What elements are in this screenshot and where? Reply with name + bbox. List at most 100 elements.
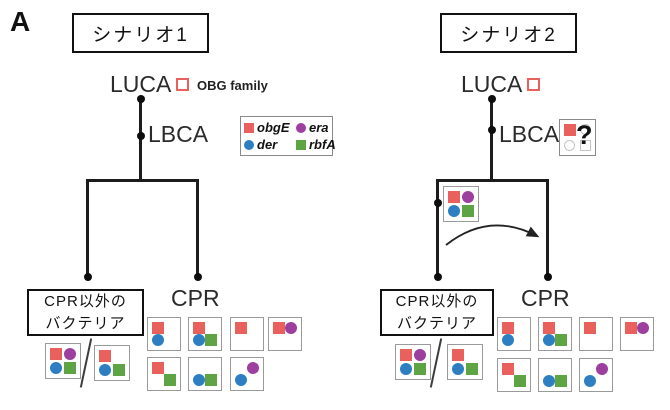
rbfA-square bbox=[164, 374, 176, 386]
rbfA-square bbox=[555, 375, 567, 387]
der-circle bbox=[543, 334, 555, 346]
der-circle bbox=[502, 334, 514, 346]
obgE-square bbox=[400, 349, 412, 361]
legend-item-era: era bbox=[296, 121, 336, 134]
noncpr-label-line2: バクテリア bbox=[396, 314, 477, 332]
obgE-square bbox=[584, 322, 596, 334]
scenario2-luca-node-dot bbox=[488, 95, 496, 103]
obgE-square bbox=[50, 348, 62, 360]
rbfA-uncertain-square-icon bbox=[580, 140, 591, 151]
era-circle bbox=[414, 349, 426, 361]
legend-label-der: der bbox=[257, 137, 278, 152]
legend-label-rbfA: rbfA bbox=[309, 137, 336, 152]
scenario2-lbca-uncertain-genebox: ? bbox=[559, 119, 596, 156]
scenario2-left-tip-dot bbox=[434, 273, 442, 281]
obgE-square bbox=[152, 322, 164, 334]
obgE-square bbox=[452, 349, 464, 361]
obgE-square bbox=[543, 322, 555, 334]
scenario2-noncpr-genebox-1 bbox=[395, 344, 431, 380]
scenario1-lbca-label: LBCA bbox=[148, 121, 209, 147]
era-circle bbox=[596, 363, 608, 375]
der-circle bbox=[452, 363, 464, 375]
scenario2-cpr-genebox bbox=[538, 317, 572, 351]
scenario1-cpr-genebox bbox=[147, 317, 181, 351]
rbfA-square bbox=[205, 334, 217, 346]
der-circle bbox=[448, 205, 460, 217]
scenario2-cpr-genebox bbox=[579, 358, 613, 392]
era-circle bbox=[637, 322, 649, 334]
der-circle bbox=[235, 374, 247, 386]
scenario1-left-branch-line bbox=[86, 179, 89, 277]
obgE-square bbox=[564, 124, 576, 136]
scenario1-lbca-node-dot bbox=[137, 132, 145, 140]
scenario1-luca-node-dot bbox=[137, 95, 145, 103]
obgE-square bbox=[99, 350, 111, 362]
noncpr-label-line2: バクテリア bbox=[45, 314, 126, 332]
scenario2-branch-bar bbox=[436, 179, 549, 182]
scenario2-cpr-genebox bbox=[579, 317, 613, 351]
obgE-square bbox=[152, 362, 164, 374]
scenario1-cpr-label: CPR bbox=[171, 285, 220, 311]
legend-box: obgE era der rbfA bbox=[240, 116, 336, 156]
scenario1-cpr-genebox bbox=[230, 317, 264, 351]
rbfA-legend-square-icon bbox=[296, 139, 306, 150]
scenario2-cpr-genebox bbox=[497, 358, 531, 392]
obgE-square bbox=[235, 322, 247, 334]
era-uncertain-circle-icon bbox=[580, 124, 591, 135]
noncpr-label-line1: CPR以外の bbox=[395, 292, 479, 310]
der-circle bbox=[193, 374, 205, 386]
rbfA-square bbox=[514, 375, 526, 387]
scenario2-or-slash bbox=[429, 338, 443, 388]
legend-label-era: era bbox=[309, 120, 329, 135]
rbfA-square bbox=[555, 334, 567, 346]
scenario1-left-tip-dot bbox=[84, 273, 92, 281]
obg-family-open-square-icon bbox=[527, 78, 540, 91]
scenario2-cpr-genebox bbox=[538, 358, 572, 392]
scenario1-cpr-genebox bbox=[230, 357, 264, 391]
era-circle bbox=[285, 322, 297, 334]
scenario2-left-branch-line bbox=[436, 179, 439, 277]
noncpr-label-line1: CPR以外の bbox=[44, 292, 127, 310]
rbfA-square bbox=[113, 364, 125, 376]
der-circle bbox=[99, 364, 111, 376]
scenario2-cpr-genebox bbox=[497, 317, 531, 351]
scenario1-noncpr-taxon-box: CPR以外の バクテリア bbox=[27, 289, 144, 336]
scenario1-noncpr-genebox-1 bbox=[45, 343, 81, 379]
der-circle bbox=[584, 375, 596, 387]
panel-label: A bbox=[10, 6, 31, 37]
scenario1-luca-label: LUCA bbox=[110, 71, 172, 97]
der-legend-circle-icon bbox=[244, 139, 254, 150]
era-legend-circle-icon bbox=[296, 122, 306, 133]
scenario2-gene-gain-node-dot bbox=[434, 199, 442, 207]
era-circle bbox=[462, 191, 474, 203]
scenario2-lbca-label: LBCA bbox=[499, 121, 560, 147]
der-uncertain-circle-icon bbox=[564, 140, 575, 151]
scenario1-right-branch-line bbox=[196, 179, 199, 277]
scenario2-ancestral-genebox bbox=[443, 186, 479, 222]
scenario2-right-tip-dot bbox=[544, 273, 552, 281]
legend-item-rbfA: rbfA bbox=[296, 138, 336, 151]
scenario2-noncpr-genebox-2 bbox=[447, 344, 483, 380]
legend-item-der: der bbox=[244, 138, 296, 151]
rbfA-square bbox=[64, 362, 76, 374]
obg-family-open-square-icon bbox=[176, 78, 189, 91]
scenario1-right-tip-dot bbox=[194, 273, 202, 281]
scenario1-branch-bar bbox=[86, 179, 199, 182]
scenario2-right-branch-line bbox=[546, 179, 549, 277]
obgE-square bbox=[448, 191, 460, 203]
scenario1-or-slash bbox=[79, 338, 93, 388]
scenario2-trunk-line bbox=[490, 98, 493, 181]
legend-item-obgE: obgE bbox=[244, 121, 296, 134]
scenario2-title-box: シナリオ2 bbox=[440, 13, 577, 53]
scenario2-luca-label: LUCA bbox=[461, 71, 523, 97]
der-circle bbox=[50, 362, 62, 374]
obgE-square bbox=[193, 322, 205, 334]
obgE-square bbox=[625, 322, 637, 334]
scenario1-cpr-genebox bbox=[268, 317, 302, 351]
rbfA-square bbox=[414, 363, 426, 375]
scenario1-cpr-genebox bbox=[188, 357, 222, 391]
scenario1-cpr-genebox bbox=[147, 357, 181, 391]
obgE-square bbox=[502, 363, 514, 375]
scenario2-lbca-node-dot bbox=[488, 126, 496, 134]
